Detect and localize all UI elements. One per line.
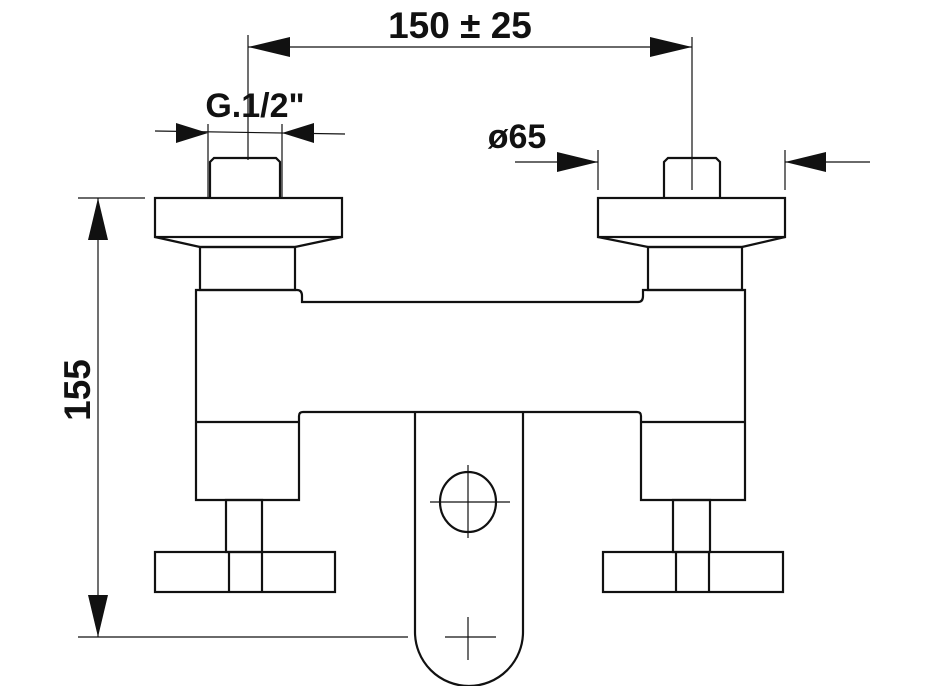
spout: [413, 412, 525, 686]
dimension-label-height: 155: [57, 359, 98, 421]
dimension-center-distance: 150 ± 25: [247, 5, 693, 190]
dimension-height: 155: [57, 197, 408, 638]
left-handle: [153, 498, 337, 594]
dimension-thread: G.1/2": [154, 87, 346, 198]
dimension-label-flange-diameter: ø65: [488, 118, 547, 156]
dimension-label-center-distance: 150 ± 25: [388, 5, 532, 46]
dimension-label-thread: G.1/2": [205, 87, 304, 125]
dimension-flange-diameter: ø65: [488, 118, 870, 190]
left-inlet: [153, 156, 344, 292]
mixer-body: [194, 288, 747, 502]
right-handle: [601, 498, 785, 594]
